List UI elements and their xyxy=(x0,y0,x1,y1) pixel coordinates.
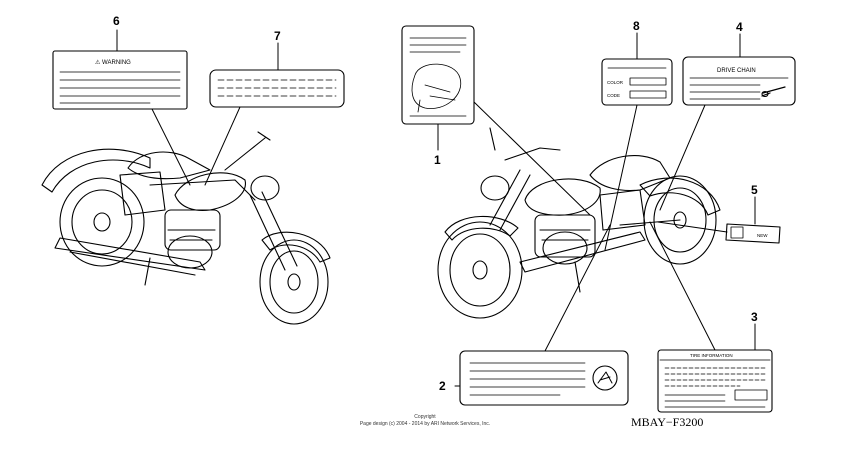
new-label-text: NEW xyxy=(757,233,768,238)
honda-label xyxy=(459,350,629,406)
tire-information-label xyxy=(657,349,773,413)
caution-label xyxy=(209,69,345,108)
right-motorcycle xyxy=(437,127,721,319)
color-label-text: COLOR xyxy=(607,80,624,85)
callout-2: 2 xyxy=(439,379,446,393)
copyright-line-2: Page design (c) 2004 - 2014 by ARI Netwo… xyxy=(359,421,491,427)
warning-label xyxy=(52,50,188,110)
callout-8: 8 xyxy=(633,19,640,33)
new-label xyxy=(725,223,781,244)
diagram-code: MBAY−F3200 xyxy=(631,415,703,429)
drive-chain-label xyxy=(682,56,796,106)
leader-lines xyxy=(116,29,756,387)
left-motorcycle xyxy=(41,131,331,325)
tire-info-label-text: TIRE INFORMATION xyxy=(690,353,733,358)
copyright-line-1: Copyright xyxy=(414,414,436,420)
callout-4: 4 xyxy=(736,20,743,34)
callout-6: 6 xyxy=(113,14,120,28)
code-label-text: CODE xyxy=(607,93,620,98)
warning-label-text: ⚠ WARNING xyxy=(95,59,131,66)
drive-chain-label-text: DRIVE CHAIN xyxy=(717,68,756,74)
callout-3: 3 xyxy=(751,310,758,324)
callout-5: 5 xyxy=(751,183,758,197)
callout-7: 7 xyxy=(274,29,281,43)
callout-1: 1 xyxy=(434,153,441,167)
emission-label xyxy=(401,25,475,125)
